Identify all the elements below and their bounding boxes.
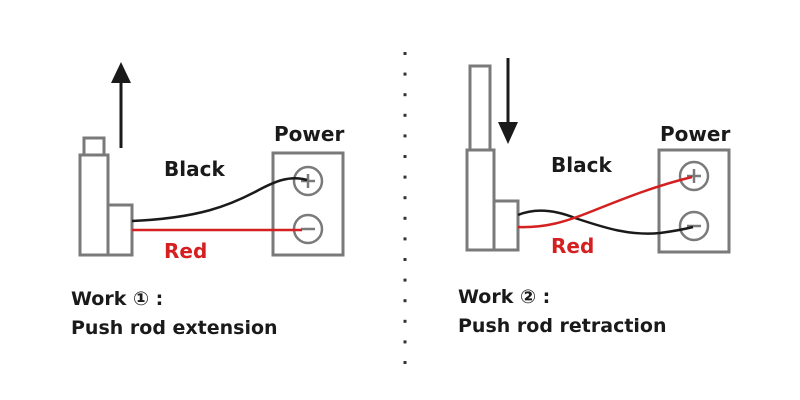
red-wire-label: Red — [164, 239, 207, 263]
actuator-motor — [106, 203, 134, 257]
divider-dot — [403, 52, 407, 55]
power-label: Power — [660, 122, 730, 146]
divider-dot — [403, 72, 407, 76]
divider-dot — [403, 113, 407, 117]
push-rod — [468, 64, 492, 152]
black-wire — [131, 176, 308, 223]
work-title: Work ② : — [458, 286, 550, 308]
panel-work-2: Power Black Red Work ② : Push rod retrac… — [458, 58, 731, 337]
divider-dot — [403, 319, 407, 323]
divider-dot — [403, 237, 407, 241]
divider-dot — [403, 278, 407, 282]
divider-dot — [403, 175, 407, 179]
divider-dot — [403, 361, 407, 364]
divider-dot — [403, 134, 407, 138]
black-wire-label: Black — [551, 153, 612, 177]
divider-dot — [403, 258, 407, 261]
actuator-motor — [492, 199, 520, 252]
divider-dot — [403, 216, 407, 220]
push-rod — [82, 136, 106, 157]
red-wire — [517, 175, 693, 229]
red-wire-label: Red — [551, 234, 594, 258]
work-description: Push rod retraction — [458, 315, 667, 337]
work-title: Work ① : — [71, 288, 163, 310]
dotted-divider — [403, 52, 407, 364]
actuator — [465, 64, 520, 252]
divider-dot — [403, 299, 407, 303]
actuator-body — [465, 148, 496, 252]
actuator — [78, 136, 134, 257]
power-label: Power — [274, 122, 344, 146]
arrow-down-icon — [498, 58, 518, 144]
black-wire — [517, 209, 694, 235]
positive-terminal-icon — [292, 165, 324, 197]
negative-terminal-icon — [678, 210, 710, 242]
positive-terminal-icon — [678, 160, 710, 192]
divider-dot — [403, 340, 407, 344]
power-supply — [657, 148, 731, 254]
work-description: Push rod extension — [71, 317, 278, 339]
divider-dot — [403, 155, 407, 158]
arrow-up-icon — [111, 62, 131, 148]
actuator-body — [78, 153, 110, 257]
divider-dot — [403, 93, 407, 97]
power-supply — [271, 151, 345, 257]
panel-work-1: Power Black Red Work ① : Push rod extens… — [71, 62, 345, 339]
divider-dot — [403, 196, 407, 200]
black-wire-label: Black — [164, 157, 225, 181]
